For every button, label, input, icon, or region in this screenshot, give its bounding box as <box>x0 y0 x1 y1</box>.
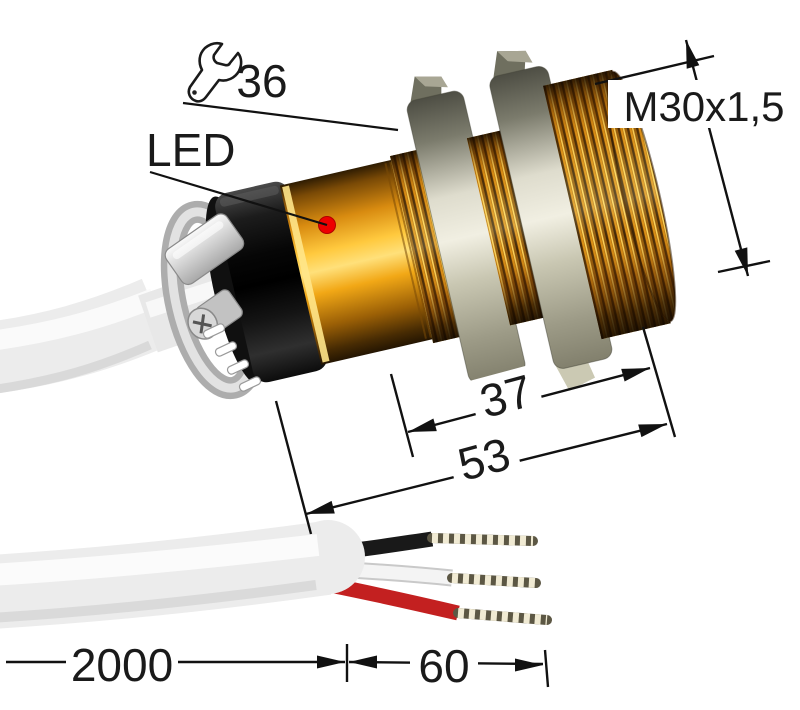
clamp-louvres <box>202 323 262 392</box>
dim-thread-spec: M30x1,5 <box>594 39 796 277</box>
hose-clamp-head <box>164 213 262 392</box>
wire-length-label: 60 <box>418 640 469 692</box>
leader-led <box>149 170 328 227</box>
leader-36 <box>182 101 399 132</box>
arrowhead <box>734 247 748 276</box>
dim-cable-length: 2000 <box>6 639 349 691</box>
front-thread-m30 <box>543 69 677 340</box>
ext-line <box>274 400 313 535</box>
arrowhead <box>638 424 667 438</box>
cable-shadow-edge <box>0 340 152 394</box>
wire-red <box>328 577 552 625</box>
dim-wire-length: 60 <box>348 640 550 692</box>
cable-highlight <box>0 288 158 350</box>
arrowhead <box>515 658 543 672</box>
thread-spec-label: M30x1,5 <box>623 83 784 130</box>
dim-line <box>684 39 750 277</box>
wrench-icon <box>187 41 243 103</box>
dim-thread-length: 37 <box>389 326 677 458</box>
arrowhead <box>349 655 377 669</box>
clamp-housing <box>164 213 245 286</box>
arrowhead <box>306 500 335 514</box>
cable-bottom-assembly <box>0 520 552 629</box>
thread-section-b <box>466 128 552 326</box>
hex-nut-2 <box>489 50 613 391</box>
arrowhead <box>317 655 345 669</box>
cable-jacket <box>0 278 171 393</box>
led-annotation: LED <box>146 124 328 227</box>
wrench-size-label: 36 <box>236 55 287 107</box>
led-label: LED <box>146 124 235 176</box>
sensor-body-gold <box>279 159 437 365</box>
cable-length-label: 2000 <box>71 639 173 691</box>
dim-body-length: 53 <box>274 400 668 535</box>
ext-line-shared <box>641 326 677 438</box>
arrowhead <box>408 418 437 432</box>
wrench-size-annotation: 36 <box>182 41 399 132</box>
thread-section-a <box>389 148 468 344</box>
sensor-barrel <box>205 50 677 404</box>
arrowhead <box>621 368 650 382</box>
arrowhead <box>686 40 700 69</box>
end-tick <box>543 649 550 688</box>
cable-jacket-bottom <box>0 521 332 629</box>
ext-line <box>389 373 415 458</box>
